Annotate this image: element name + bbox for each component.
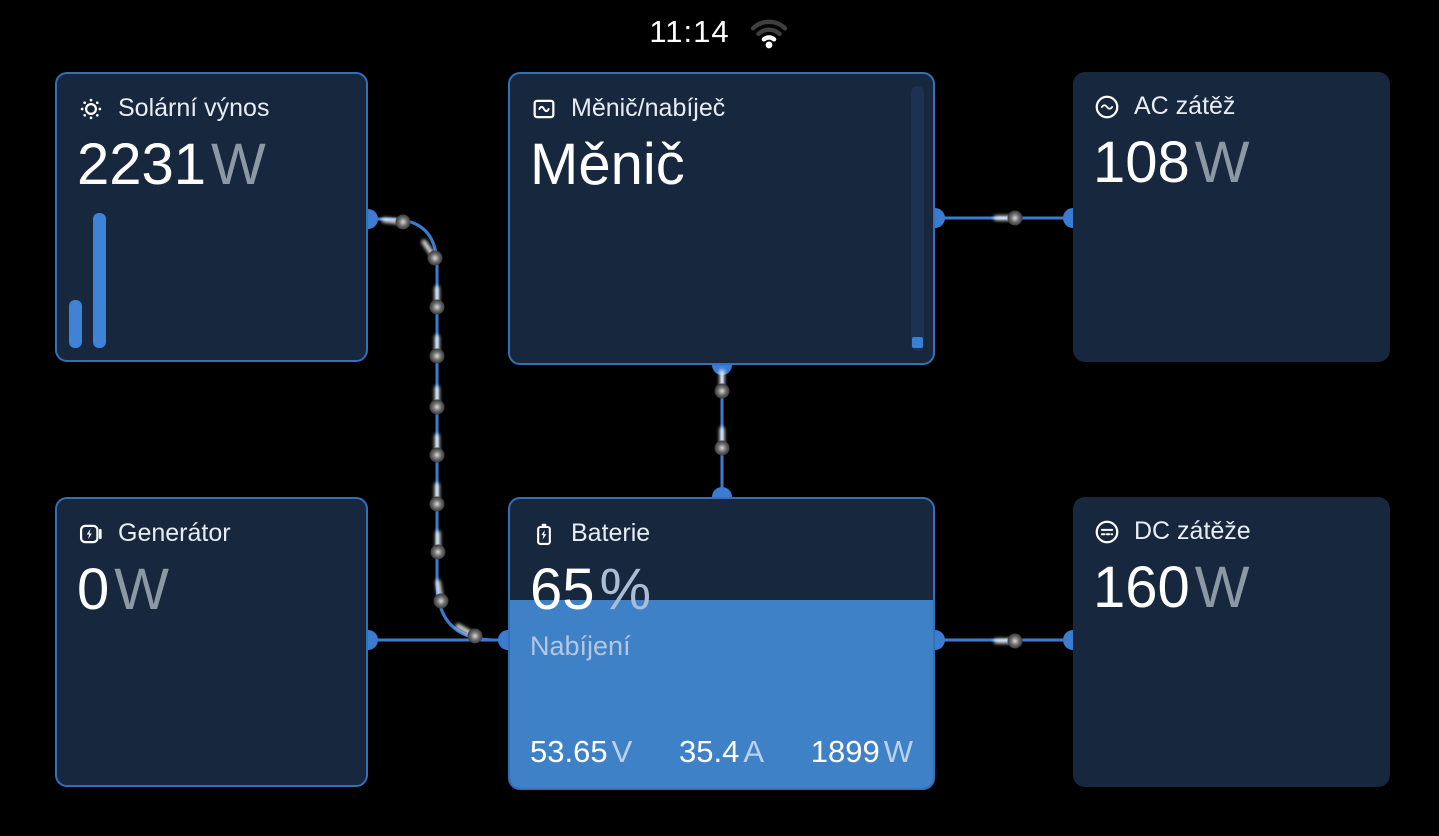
dc-loads-power-unit: W [1194,555,1250,620]
battery-fill [510,600,933,788]
ac-icon [1095,95,1119,118]
battery-power-unit: W [883,734,913,769]
solar-power-unit: W [211,132,266,197]
dc-loads-title: DC zátěže [1134,517,1251,545]
battery-power-value: 1899 [810,734,880,769]
solar-power-value: 2231 [77,132,207,197]
solar-title: Solární výnos [118,94,270,122]
sun-icon [80,98,102,119]
battery-voltage-unit: V [611,734,633,769]
battery-soc-value: 65 [530,557,595,622]
wifi-icon [750,19,787,49]
battery-voltage: 53.65 V [530,734,632,770]
inverter-slider-thumb[interactable] [912,337,923,348]
ac-loads-title: AC zátěž [1134,92,1236,120]
ac-loads-power-unit: W [1194,130,1250,195]
battery-current-unit: A [743,734,765,769]
battery-current-value: 35.4 [679,734,740,769]
inverter-title: Měnič/nabíječ [571,94,726,122]
battery-title: Baterie [571,519,651,547]
clock: 11:14 [649,14,730,49]
wire-solar-battery [368,217,508,642]
battery-current: 35.4 A [679,734,764,770]
battery-stats-row: 53.65 V 35.4 A 1899 W [530,734,913,772]
generator-card[interactable]: Generátor 0 W [55,497,368,787]
inverter-charger-card[interactable]: Měnič/nabíječ Měnič [508,72,935,365]
generator-power-value: 0 [77,557,110,622]
battery-voltage-value: 53.65 [530,734,608,769]
ac-loads-power-value: 108 [1093,130,1190,195]
battery-state: Nabíjení [530,630,631,661]
solar-history-bar-tall [93,213,106,348]
generator-title: Generátor [118,519,231,547]
dc-icon [1095,520,1119,543]
status-bar: 11:14 [0,10,1439,54]
inverter-icon [533,99,555,118]
battery-power: 1899 W [811,734,913,770]
flow-dots [381,210,1023,649]
inverter-slider-track[interactable] [911,86,924,351]
battery-soc-unit: % [599,557,652,622]
generator-icon [79,524,102,543]
inverter-state: Měnič [530,132,685,197]
ac-loads-card[interactable]: AC zátěž 108 W [1073,72,1390,362]
battery-card[interactable]: Baterie 65 % Nabíjení 53.65 V 35.4 A 189… [508,497,935,790]
battery-icon [537,523,551,545]
solar-history-bar-small [69,300,82,348]
dc-loads-card[interactable]: DC zátěže 160 W [1073,497,1390,787]
solar-yield-card[interactable]: Solární výnos 2231 W [55,72,368,362]
dc-loads-power-value: 160 [1093,555,1190,620]
generator-power-unit: W [114,557,170,622]
